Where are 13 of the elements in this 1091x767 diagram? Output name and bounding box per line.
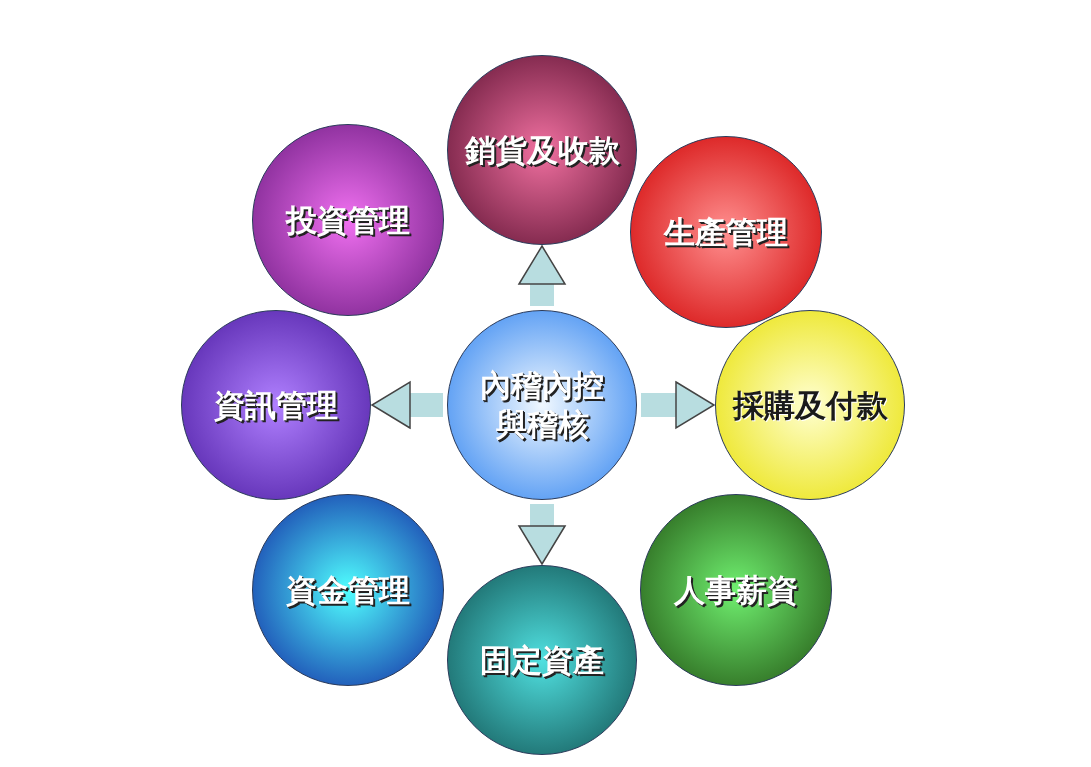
block-arrow	[371, 381, 443, 429]
block-arrow	[518, 245, 566, 306]
node-label: 生產管理	[664, 212, 788, 252]
node-label: 投資管理	[286, 200, 410, 240]
block-arrow	[518, 504, 566, 565]
node-label: 採購及付款	[732, 385, 888, 425]
node-label: 資訊管理	[214, 385, 338, 425]
block-arrow	[641, 381, 715, 429]
node-label: 內稽內控與稽核	[479, 366, 605, 444]
node-label: 資金管理	[286, 570, 410, 610]
node-label: 人事薪資	[674, 570, 798, 610]
node-label: 銷貨及收款	[464, 130, 620, 170]
node-label: 固定資產	[480, 640, 604, 680]
